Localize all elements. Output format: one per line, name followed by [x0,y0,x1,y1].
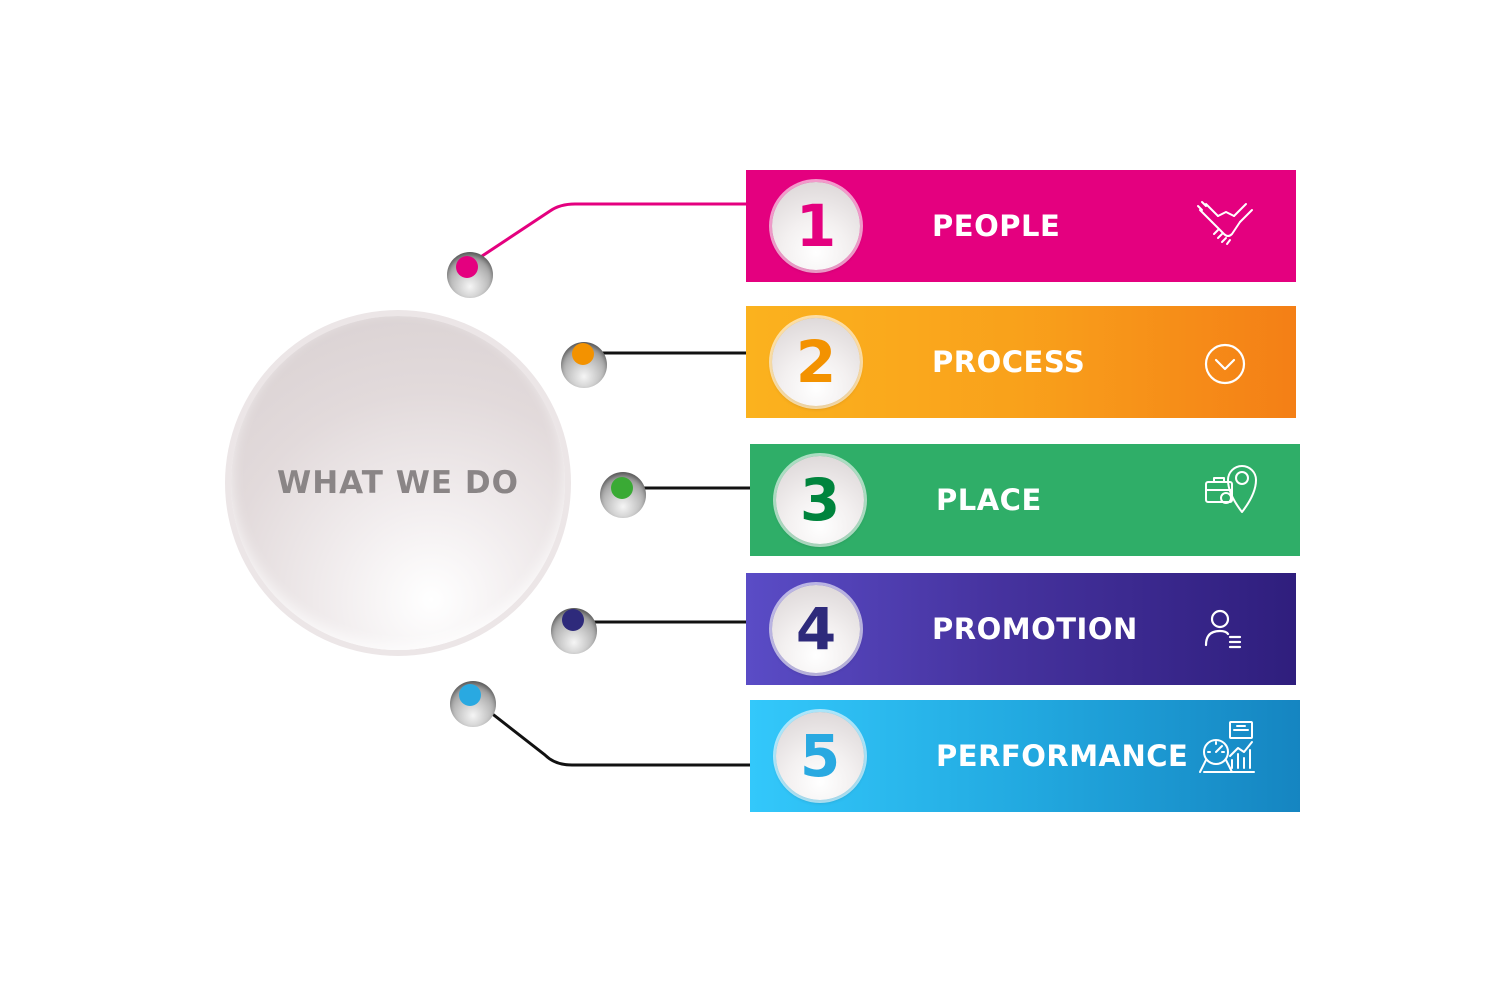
number-badge-3: 3 [776,456,864,544]
label-process: PROCESS [932,345,1086,379]
connector-node-dot-people [456,256,478,278]
label-performance: PERFORMANCE [936,739,1189,773]
number-badge-2: 2 [772,318,860,406]
location-briefcase-icon [1200,450,1264,514]
number-badge-5: 5 [776,712,864,800]
banner-promotion: 4 PROMOTION [746,573,1296,685]
label-place: PLACE [936,483,1042,517]
number-2: 2 [795,328,837,396]
label-promotion: PROMOTION [932,612,1138,646]
handshake-icon [1194,196,1258,260]
connector-line-performance [471,696,754,767]
connector-node-dot-performance [459,684,481,706]
connector-node-dot-promotion [562,609,584,631]
central-hub: WHAT WE DO [231,316,565,650]
number-badge-1: 1 [772,182,860,270]
hub-title: WHAT WE DO [277,465,519,501]
number-1: 1 [795,192,837,260]
user-list-icon [1190,597,1254,661]
connector-line-people [466,202,750,268]
banner-people: 1 PEOPLE [746,170,1296,282]
banner-process: 2 PROCESS [746,306,1296,418]
chevron-circle-down-icon [1193,330,1257,394]
banner-place: 3 PLACE [750,444,1300,556]
connector-node-dot-place [611,477,633,499]
banner-performance: 5 PERFORMANCE [750,700,1300,812]
label-people: PEOPLE [932,209,1061,243]
performance-dashboard-icon [1196,716,1260,780]
connector-node-dot-process [572,343,594,365]
number-badge-4: 4 [772,585,860,673]
number-4: 4 [795,595,837,663]
number-3: 3 [799,466,841,534]
number-5: 5 [799,722,841,790]
